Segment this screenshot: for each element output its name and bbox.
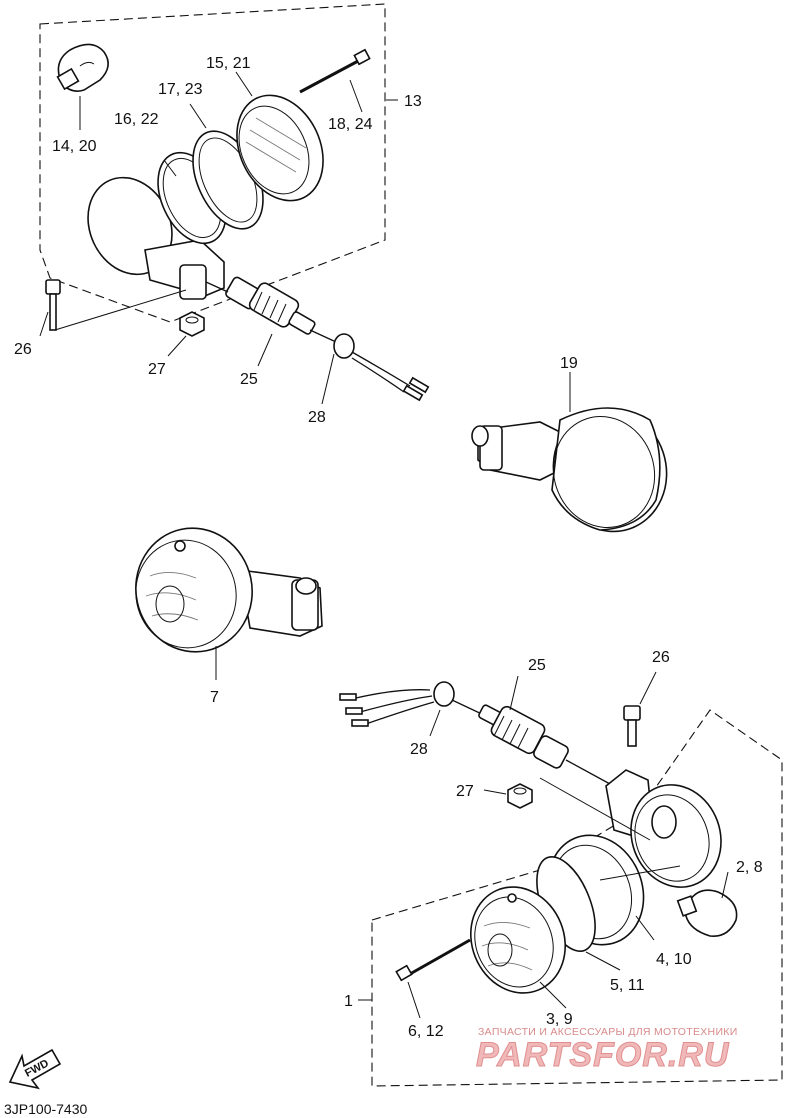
label-25-top: 25 [240, 371, 258, 388]
label-26-bottom: 26 [652, 649, 670, 666]
callout-labels: 14, 20 16, 22 17, 23 15, 21 18, 24 13 26… [14, 55, 763, 1040]
housing-part-bottom [605, 769, 722, 888]
label-26-top: 26 [14, 341, 32, 358]
label-18-24: 18, 24 [328, 116, 373, 133]
wire-part-28-bottom [339, 681, 487, 727]
screw-part-6-12 [395, 938, 471, 982]
part-19-turn-signal [471, 372, 668, 533]
label-27-bottom: 27 [456, 783, 474, 800]
label-14-20: 14, 20 [52, 138, 97, 155]
wire-part-28-top [205, 281, 430, 402]
label-5-11: 5, 11 [610, 977, 645, 994]
socket-part-25-bottom [478, 704, 611, 785]
fwd-arrow-icon: FWD [8, 1048, 62, 1090]
label-4-10: 4, 10 [656, 951, 692, 968]
label-19: 19 [560, 355, 578, 372]
watermark: ЗАПЧАСТИ И АКСЕССУАРЫ ДЛЯ МОТОТЕХНИКИ PA… [476, 1026, 738, 1075]
label-28-bottom: 28 [410, 741, 428, 758]
watermark-tagline: ЗАПЧАСТИ И АКСЕССУАРЫ ДЛЯ МОТОТЕХНИКИ [478, 1026, 738, 1038]
label-17-23: 17, 23 [158, 81, 203, 98]
bolt-part-26-bottom [623, 705, 641, 747]
label-16-22: 16, 22 [114, 111, 159, 128]
part-7-turn-signal [135, 527, 323, 680]
label-2-8: 2, 8 [736, 859, 763, 876]
label-28-top: 28 [308, 409, 326, 426]
group-outline-1 [371, 709, 783, 1087]
group-outline-13 [39, 3, 386, 323]
diagram-code: 3JP100-7430 [4, 1101, 88, 1117]
label-3-9: 3, 9 [546, 1011, 573, 1028]
bolt-part-26-top [45, 279, 61, 331]
lens-part-3-9 [469, 886, 567, 994]
lower-assembly [339, 671, 783, 1087]
screw-part-18-24 [299, 48, 371, 94]
label-25-bottom: 25 [528, 657, 546, 674]
bulb-part-14-20 [56, 43, 109, 92]
label-27-top: 27 [148, 361, 166, 378]
lens-part-15-21 [236, 94, 324, 202]
label-7: 7 [210, 689, 219, 706]
socket-part-25-top [225, 276, 316, 335]
label-6-12: 6, 12 [408, 1023, 444, 1040]
watermark-brand: PARTSFOR.RU [476, 1036, 730, 1074]
nut-part-27-top [179, 311, 205, 337]
upper-assembly [39, 3, 430, 405]
label-15-21: 15, 21 [206, 55, 251, 72]
label-1: 1 [344, 993, 353, 1010]
label-13: 13 [404, 93, 422, 110]
bulb-part-2-8 [676, 889, 738, 937]
nut-part-27-bottom [507, 783, 533, 809]
